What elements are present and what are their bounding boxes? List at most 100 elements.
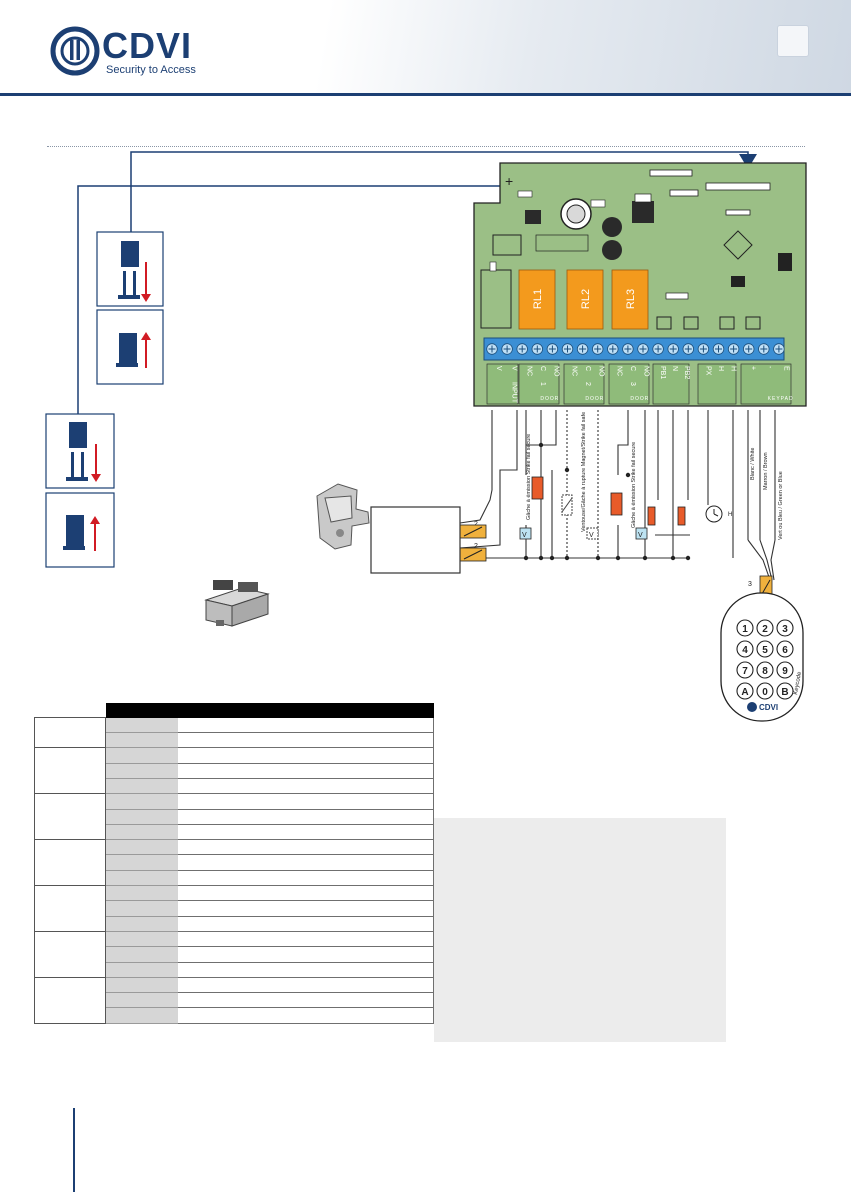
voltage-badge: V — [589, 532, 594, 539]
sensor-magnet-icon — [121, 241, 139, 267]
push-button-icon — [677, 506, 686, 526]
terminal-sub-label: KEYPAD — [768, 396, 794, 402]
table-color-cell — [105, 732, 178, 749]
table-color-cell — [105, 900, 178, 917]
terminal-screw-icon — [501, 343, 513, 355]
table-group-cell — [34, 839, 106, 887]
terminal-screw-icon — [712, 343, 725, 355]
keypad-key: 1 — [736, 619, 754, 637]
door-sensor-lower-group — [45, 413, 115, 568]
keypad-key: 5 — [756, 640, 774, 658]
terminal-screw-icon — [773, 343, 785, 355]
terminal-label: H — [730, 366, 737, 371]
terminal-sub-label: DOOR — [630, 396, 649, 402]
terminal-sub-label: DOOR — [540, 396, 559, 402]
keypad-key: A — [736, 682, 754, 700]
terminal-group-label: INPUT — [510, 382, 517, 404]
terminal-strip — [483, 337, 785, 361]
arrow-down-icon — [91, 474, 101, 482]
table-row — [34, 793, 434, 841]
table-function-cell — [178, 824, 434, 841]
table-function-cell — [178, 839, 434, 856]
terminal-block-input: V V INPUT — [486, 363, 519, 405]
table-row — [35, 870, 434, 887]
svg-text:3: 3 — [782, 624, 788, 635]
svg-text:7: 7 — [742, 666, 748, 677]
table-function-cell — [178, 962, 434, 978]
terminal-label: NO — [552, 366, 559, 377]
table-color-cell — [105, 916, 178, 932]
cable-connectors — [459, 524, 773, 599]
terminal-screw-icon — [727, 343, 740, 355]
table-color-cell — [105, 763, 178, 779]
table-function-cell — [178, 992, 434, 1009]
table-row — [35, 916, 434, 932]
power-supply-icon — [204, 580, 270, 627]
terminal-label: NO — [642, 366, 649, 377]
table-color-cell — [105, 824, 178, 841]
sensor-magnet-icon — [119, 333, 137, 366]
brand-name: CDVI — [102, 25, 193, 66]
terminal-label: N — [671, 366, 678, 371]
table-group-cell — [34, 747, 106, 795]
terminal-label: C — [584, 366, 591, 371]
table-row — [35, 824, 434, 841]
table-row — [35, 992, 434, 1009]
relay-2: RL2 — [566, 269, 604, 330]
table-color-cell — [105, 809, 178, 825]
table-color-cell — [105, 992, 178, 1009]
terminal-screw-icon — [576, 343, 589, 355]
terminal-screw-icon — [592, 343, 604, 355]
arrow-up-icon — [141, 332, 151, 340]
svg-text:8: 8 — [762, 666, 768, 677]
table-header-color — [105, 703, 178, 718]
table-function-cell — [178, 931, 434, 948]
cable-count: 3 — [748, 581, 752, 588]
strike-components — [519, 442, 723, 561]
relay-3: RL3 — [611, 269, 649, 330]
table-function-cell — [178, 809, 434, 825]
wire-labels: Gâche à émission Strike fail secure Vent… — [474, 412, 784, 588]
table-header-function — [178, 703, 434, 718]
label-wire-brown: Marron / Brown — [763, 452, 769, 490]
table-row — [34, 717, 434, 749]
label-wire-green-blue: Vert ou Bleu / Green or Blue — [778, 471, 784, 540]
terminal-group-label: 2 — [584, 382, 591, 386]
arrow-up-icon — [90, 516, 100, 524]
table-row — [35, 778, 434, 795]
terminal-label: NC — [571, 366, 578, 376]
table-function-cell — [178, 977, 434, 994]
terminal-label: + — [749, 366, 756, 370]
keypad-key: 0 — [756, 682, 774, 700]
table-function-cell — [178, 946, 434, 963]
terminal-label: V — [495, 366, 502, 371]
terminal-label: V — [510, 366, 517, 371]
wiring-table — [34, 703, 434, 1024]
table-row — [35, 1007, 434, 1024]
terminal-label: NC — [616, 366, 623, 376]
label-strike-fail-secure-1: Gâche à émission Strike fail secure — [526, 434, 532, 520]
table-row — [35, 854, 434, 871]
arrow-down-icon — [739, 154, 757, 169]
keypad-key: 4 — [736, 640, 754, 658]
svg-text:6: 6 — [782, 645, 788, 656]
table-row — [35, 900, 434, 917]
table-function-cell — [178, 885, 434, 902]
keypad-key: 8 — [756, 661, 774, 679]
table-row — [35, 962, 434, 978]
cable-count: 2 — [474, 543, 478, 550]
table-color-cell — [105, 793, 178, 810]
table-row — [34, 885, 434, 932]
svg-text:B: B — [781, 687, 788, 698]
svg-text:+: + — [505, 173, 513, 189]
arrow-down-icon — [141, 294, 151, 302]
terminal-screw-icon — [486, 343, 498, 355]
terminal-label: - — [766, 366, 773, 369]
terminal-screw-icon — [637, 343, 649, 355]
terminal-screw-icon — [531, 343, 544, 355]
label-wire-white: Blanc / White — [750, 448, 756, 480]
